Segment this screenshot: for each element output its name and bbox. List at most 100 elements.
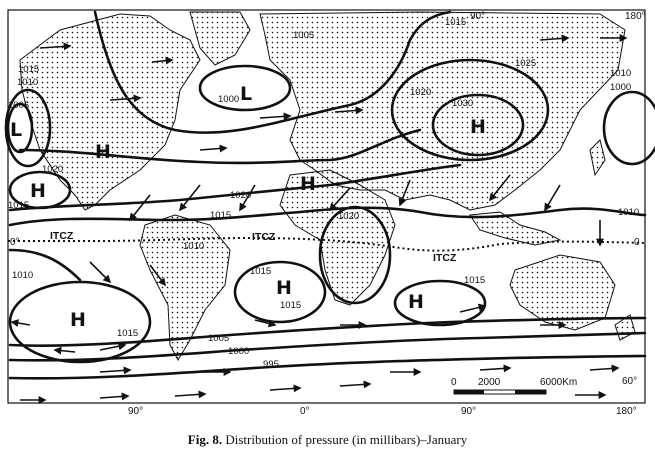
low-centre-icelandic: L bbox=[240, 83, 252, 105]
isobar-label: 1000 bbox=[610, 82, 631, 93]
itcz-line bbox=[8, 236, 646, 252]
isobar-label: 1000 bbox=[218, 94, 239, 105]
isobar-south-pacific-high bbox=[8, 280, 152, 364]
wind-arrow bbox=[489, 174, 511, 202]
wind-arrow bbox=[459, 303, 487, 313]
isobar-aleutian-low-inner bbox=[6, 102, 34, 154]
south-america bbox=[139, 214, 231, 362]
longitude-label-top-90: 90° bbox=[470, 11, 485, 22]
wind-arrow bbox=[259, 112, 292, 121]
isobar-label: 1030 bbox=[452, 98, 473, 109]
wind-arrows bbox=[10, 34, 628, 404]
itcz-label: ITCZ bbox=[50, 230, 74, 242]
isobar-label: 1005 bbox=[8, 100, 29, 111]
itcz-labels: ITCZ ITCZ ITCZ bbox=[50, 230, 457, 264]
figure-label: Fig. 8. bbox=[187, 432, 223, 447]
wind-arrow bbox=[398, 179, 411, 207]
isobar-995-south bbox=[8, 354, 647, 380]
wind-arrow bbox=[339, 380, 372, 389]
longitude-label-bottom-90e: 90° bbox=[461, 406, 476, 417]
landmasses bbox=[19, 11, 636, 362]
high-centre-pacific: H bbox=[30, 180, 46, 202]
scale-tick-label: 6000Km bbox=[540, 377, 577, 388]
isobar-label: 1020 bbox=[42, 164, 63, 175]
latitude-label-60s: 60° bbox=[622, 376, 637, 387]
wind-arrow bbox=[479, 364, 512, 373]
wind-arrow bbox=[539, 34, 570, 43]
pressure-map: L H H L H H H H H 1005 1015 1025 1020 10… bbox=[4, 9, 655, 417]
isobar-label: 1015 bbox=[117, 328, 138, 339]
isobar-1015-tropic bbox=[8, 206, 647, 227]
isobar-label: 1010 bbox=[17, 77, 38, 88]
wind-arrow bbox=[89, 261, 112, 284]
figure-caption: Fig. 8. Distribution of pressure (in mil… bbox=[0, 432, 655, 448]
isobar-label: 1005 bbox=[293, 30, 314, 41]
scale-bar-segment bbox=[454, 390, 484, 394]
isobar-siberian-high-inner bbox=[431, 93, 525, 157]
longitude-label-bottom-0: 0° bbox=[300, 406, 310, 417]
isobar-label: 1005 bbox=[208, 333, 229, 344]
isobar-aleutian-low bbox=[4, 88, 52, 168]
isobar-1010-south bbox=[8, 248, 82, 282]
isobar-label: 1020 bbox=[410, 87, 431, 98]
australia bbox=[509, 254, 616, 331]
itcz-label: ITCZ bbox=[252, 231, 276, 243]
wind-arrow bbox=[328, 187, 351, 212]
japan bbox=[589, 139, 606, 177]
isobar-label: 1015 bbox=[18, 64, 39, 75]
isobar-icelandic-low bbox=[198, 64, 292, 112]
longitude-label-top-180: 180° bbox=[625, 11, 646, 22]
isobar-siberian-high-outer bbox=[390, 58, 550, 162]
isobar-label: 1015 bbox=[445, 17, 466, 28]
longitude-label-bottom-90w: 90° bbox=[128, 406, 143, 417]
high-centre-azores: H bbox=[95, 141, 111, 163]
high-centre-siberian: H bbox=[470, 116, 486, 138]
high-centre-south-pacific: H bbox=[70, 309, 86, 331]
low-centre-aleutian: L bbox=[10, 119, 22, 141]
isobar-label: 1000 bbox=[228, 346, 249, 357]
isobar-north-pacific-low bbox=[602, 90, 655, 166]
isobar-label: 1010 bbox=[12, 270, 33, 281]
wind-arrow bbox=[149, 264, 166, 287]
wind-arrow bbox=[239, 184, 256, 212]
wind-arrow bbox=[99, 366, 132, 375]
isobar-label: 995 bbox=[263, 359, 279, 370]
high-centre-south-indian: H bbox=[408, 291, 424, 313]
map-frame bbox=[7, 9, 646, 404]
wind-arrow bbox=[174, 390, 207, 399]
scale-bar: 0 2000 6000Km bbox=[451, 377, 577, 395]
scale-bar-segment bbox=[515, 390, 546, 394]
caption-text: Distribution of pressure (in millibars)–… bbox=[225, 432, 468, 447]
isobar-1020-tropic bbox=[8, 163, 462, 212]
isobar-south-indian-high bbox=[393, 279, 487, 327]
wind-arrow bbox=[99, 392, 130, 401]
isobars bbox=[4, 10, 655, 380]
wind-arrow bbox=[39, 42, 72, 51]
isobar-1005-north bbox=[93, 10, 452, 134]
pressure-centres: L H H L H H H H H bbox=[10, 83, 486, 331]
wind-arrow bbox=[179, 184, 201, 212]
wind-arrow bbox=[53, 346, 76, 355]
equator-label-left: 0° bbox=[10, 237, 20, 248]
scale-tick-label: 0 bbox=[451, 377, 457, 388]
isobar-label: 1020 bbox=[338, 211, 359, 222]
wind-arrow bbox=[109, 94, 142, 103]
high-centre-sahara: H bbox=[300, 173, 316, 195]
graticule-labels: 0° 0 60° 90° 180° 90° 0° 90° 180° bbox=[10, 11, 646, 417]
isobar-1000-south bbox=[8, 331, 647, 362]
high-centre-south-atlantic: H bbox=[276, 277, 292, 299]
wind-arrow bbox=[151, 56, 174, 65]
isobar-1005-south bbox=[8, 316, 647, 347]
wind-arrow bbox=[199, 144, 228, 153]
wind-arrow bbox=[589, 364, 620, 373]
wind-arrow bbox=[334, 106, 364, 115]
greenland bbox=[189, 11, 251, 66]
itcz-label: ITCZ bbox=[433, 252, 457, 264]
isobar-label: 1015 bbox=[210, 210, 231, 221]
itcz bbox=[8, 236, 646, 252]
isobar-south-atlantic-high bbox=[233, 260, 327, 324]
isobar-label: 1010 bbox=[183, 241, 204, 252]
africa bbox=[279, 169, 396, 306]
eurasia bbox=[259, 11, 626, 211]
